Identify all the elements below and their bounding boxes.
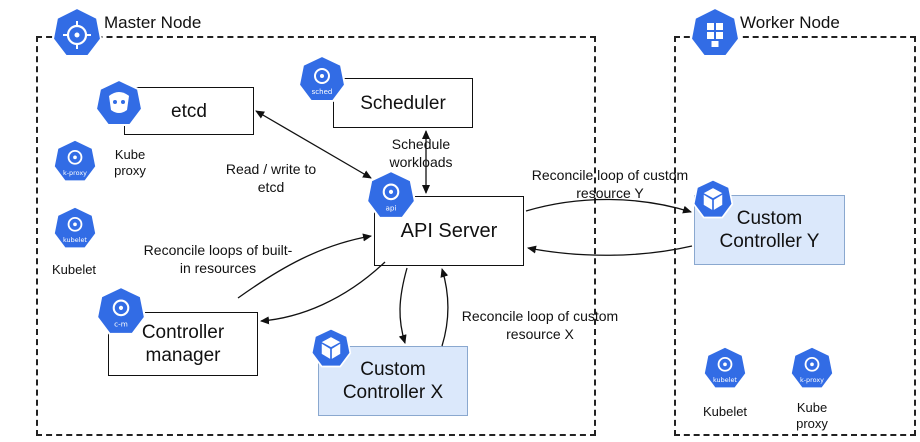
custom-x-down (398, 267, 408, 344)
custom-x-up (440, 268, 449, 347)
api-icon: api (365, 169, 417, 226)
worker-node-title: Worker Node (740, 13, 840, 32)
etcd-icon (94, 78, 144, 133)
k-proxy-icon: k-proxy (52, 138, 98, 189)
kubelet-icon: kubelet (52, 205, 98, 256)
api-icon-text: api (385, 204, 396, 213)
c-m-icon: c-m (95, 285, 147, 342)
reconcile-custom-y-note: Reconcile loop of custom resource Y (531, 167, 689, 201)
kubelet-icon: kubelet (702, 345, 748, 396)
kubelet-icon-text: kubelet (63, 236, 87, 244)
master-kubelet-label: Kubelet (51, 262, 97, 277)
sched-icon: sched (297, 54, 347, 109)
cube-icon (692, 178, 734, 225)
custom-y-out (525, 198, 692, 214)
kubernetes-worker-icon (688, 6, 742, 65)
custom-controller-x-box[interactable]: Custom Controller X (318, 346, 468, 416)
worker-kubelet-label: Kubelet (702, 404, 748, 419)
c-m-icon-text: c-m (114, 320, 128, 329)
worker-kubelet-icon-text: kubelet (713, 376, 737, 384)
worker-k-proxy-icon-text: k-proxy (800, 376, 824, 384)
worker-node-region (674, 36, 916, 436)
master-node-region (36, 36, 596, 436)
builtin-reconcile-out (237, 233, 372, 299)
custom-y-back (527, 245, 693, 256)
reconcile-builtin-note: Reconcile loops of built- in resources (143, 242, 293, 276)
master-node-title: Master Node (104, 13, 202, 32)
cube-icon (310, 327, 352, 374)
custom-controller-x-label: Custom Controller X (342, 359, 444, 403)
k-proxy-icon: k-proxy (789, 345, 835, 396)
kubernetes-master-icon (50, 6, 104, 65)
master-kube-proxy-label: Kube proxy (114, 147, 146, 178)
api-server-label: API Server (400, 219, 498, 242)
etcd-api-arrow (255, 110, 372, 179)
builtin-reconcile-back (260, 261, 386, 325)
reconcile-custom-x-note: Reconcile loop of custom resource X (461, 308, 619, 342)
worker-kube-proxy-label: Kube proxy (796, 400, 828, 431)
scheduler-label: Scheduler (360, 92, 446, 114)
controller-manager-label: Controller manager (141, 322, 225, 366)
read-write-etcd-note: Read / write to etcd (225, 161, 317, 195)
etcd-label: etcd (171, 100, 207, 122)
schedule-workloads-note: Schedule workloads (389, 136, 453, 170)
sched-icon-text: sched (312, 88, 333, 96)
custom-controller-y-label: Custom Controller Y (719, 208, 820, 252)
k-proxy-icon-text: k-proxy (63, 169, 87, 177)
